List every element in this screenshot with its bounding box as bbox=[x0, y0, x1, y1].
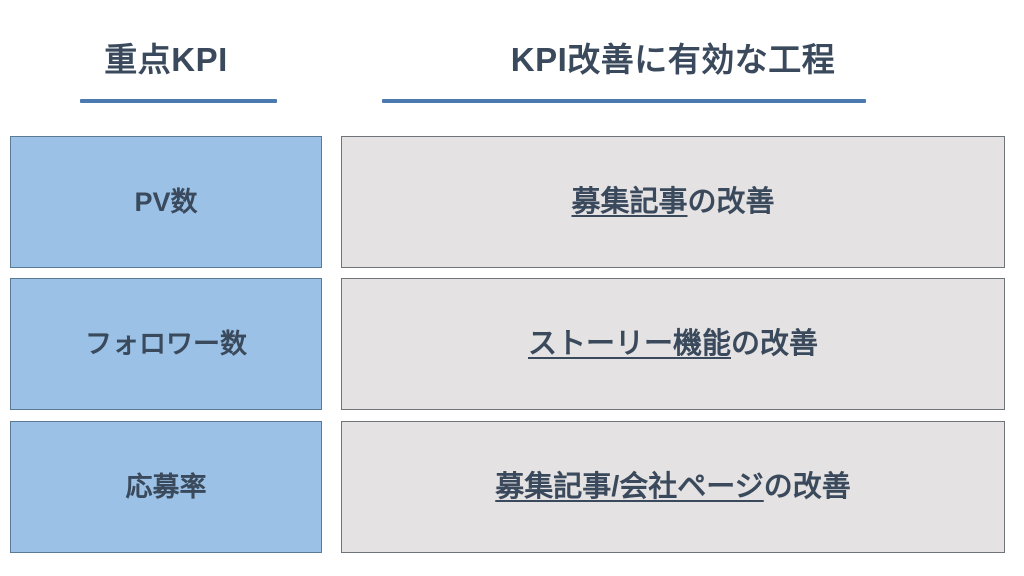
kpi-column-title-rule bbox=[80, 99, 277, 103]
table-row: 応募率 募集記事/会社ページの改善 bbox=[0, 421, 1024, 553]
action-label-suffix: の改善 bbox=[687, 185, 775, 218]
action-box[interactable]: ストーリー機能の改善 bbox=[341, 278, 1005, 410]
action-label-underlined: 募集記事/会社ページ bbox=[495, 470, 764, 503]
action-label-suffix: の改善 bbox=[731, 327, 819, 360]
action-label-underlined: 募集記事 bbox=[571, 185, 688, 218]
kpi-box[interactable]: フォロワー数 bbox=[10, 278, 322, 410]
action-column-title-rule bbox=[382, 99, 866, 103]
kpi-column-header: 重点KPI bbox=[10, 0, 322, 120]
action-label: ストーリー機能の改善 bbox=[528, 327, 818, 362]
action-column-title: KPI改善に有効な工程 bbox=[510, 41, 836, 78]
kpi-label: PV数 bbox=[134, 186, 198, 217]
kpi-label: 応募率 bbox=[125, 471, 207, 502]
action-box[interactable]: 募集記事の改善 bbox=[341, 136, 1005, 268]
action-box[interactable]: 募集記事/会社ページの改善 bbox=[341, 421, 1005, 553]
table-row: PV数 募集記事の改善 bbox=[0, 136, 1024, 268]
action-label-suffix: の改善 bbox=[763, 470, 851, 503]
table-row: フォロワー数 ストーリー機能の改善 bbox=[0, 278, 1024, 410]
action-column-header: KPI改善に有効な工程 bbox=[341, 0, 1005, 120]
kpi-box[interactable]: 応募率 bbox=[10, 421, 322, 553]
action-label: 募集記事の改善 bbox=[571, 185, 774, 220]
kpi-label: フォロワー数 bbox=[85, 328, 247, 359]
action-label-underlined: ストーリー機能 bbox=[527, 327, 731, 360]
kpi-box[interactable]: PV数 bbox=[10, 136, 322, 268]
kpi-column-title: 重点KPI bbox=[104, 41, 228, 78]
action-label: 募集記事/会社ページの改善 bbox=[495, 470, 851, 505]
